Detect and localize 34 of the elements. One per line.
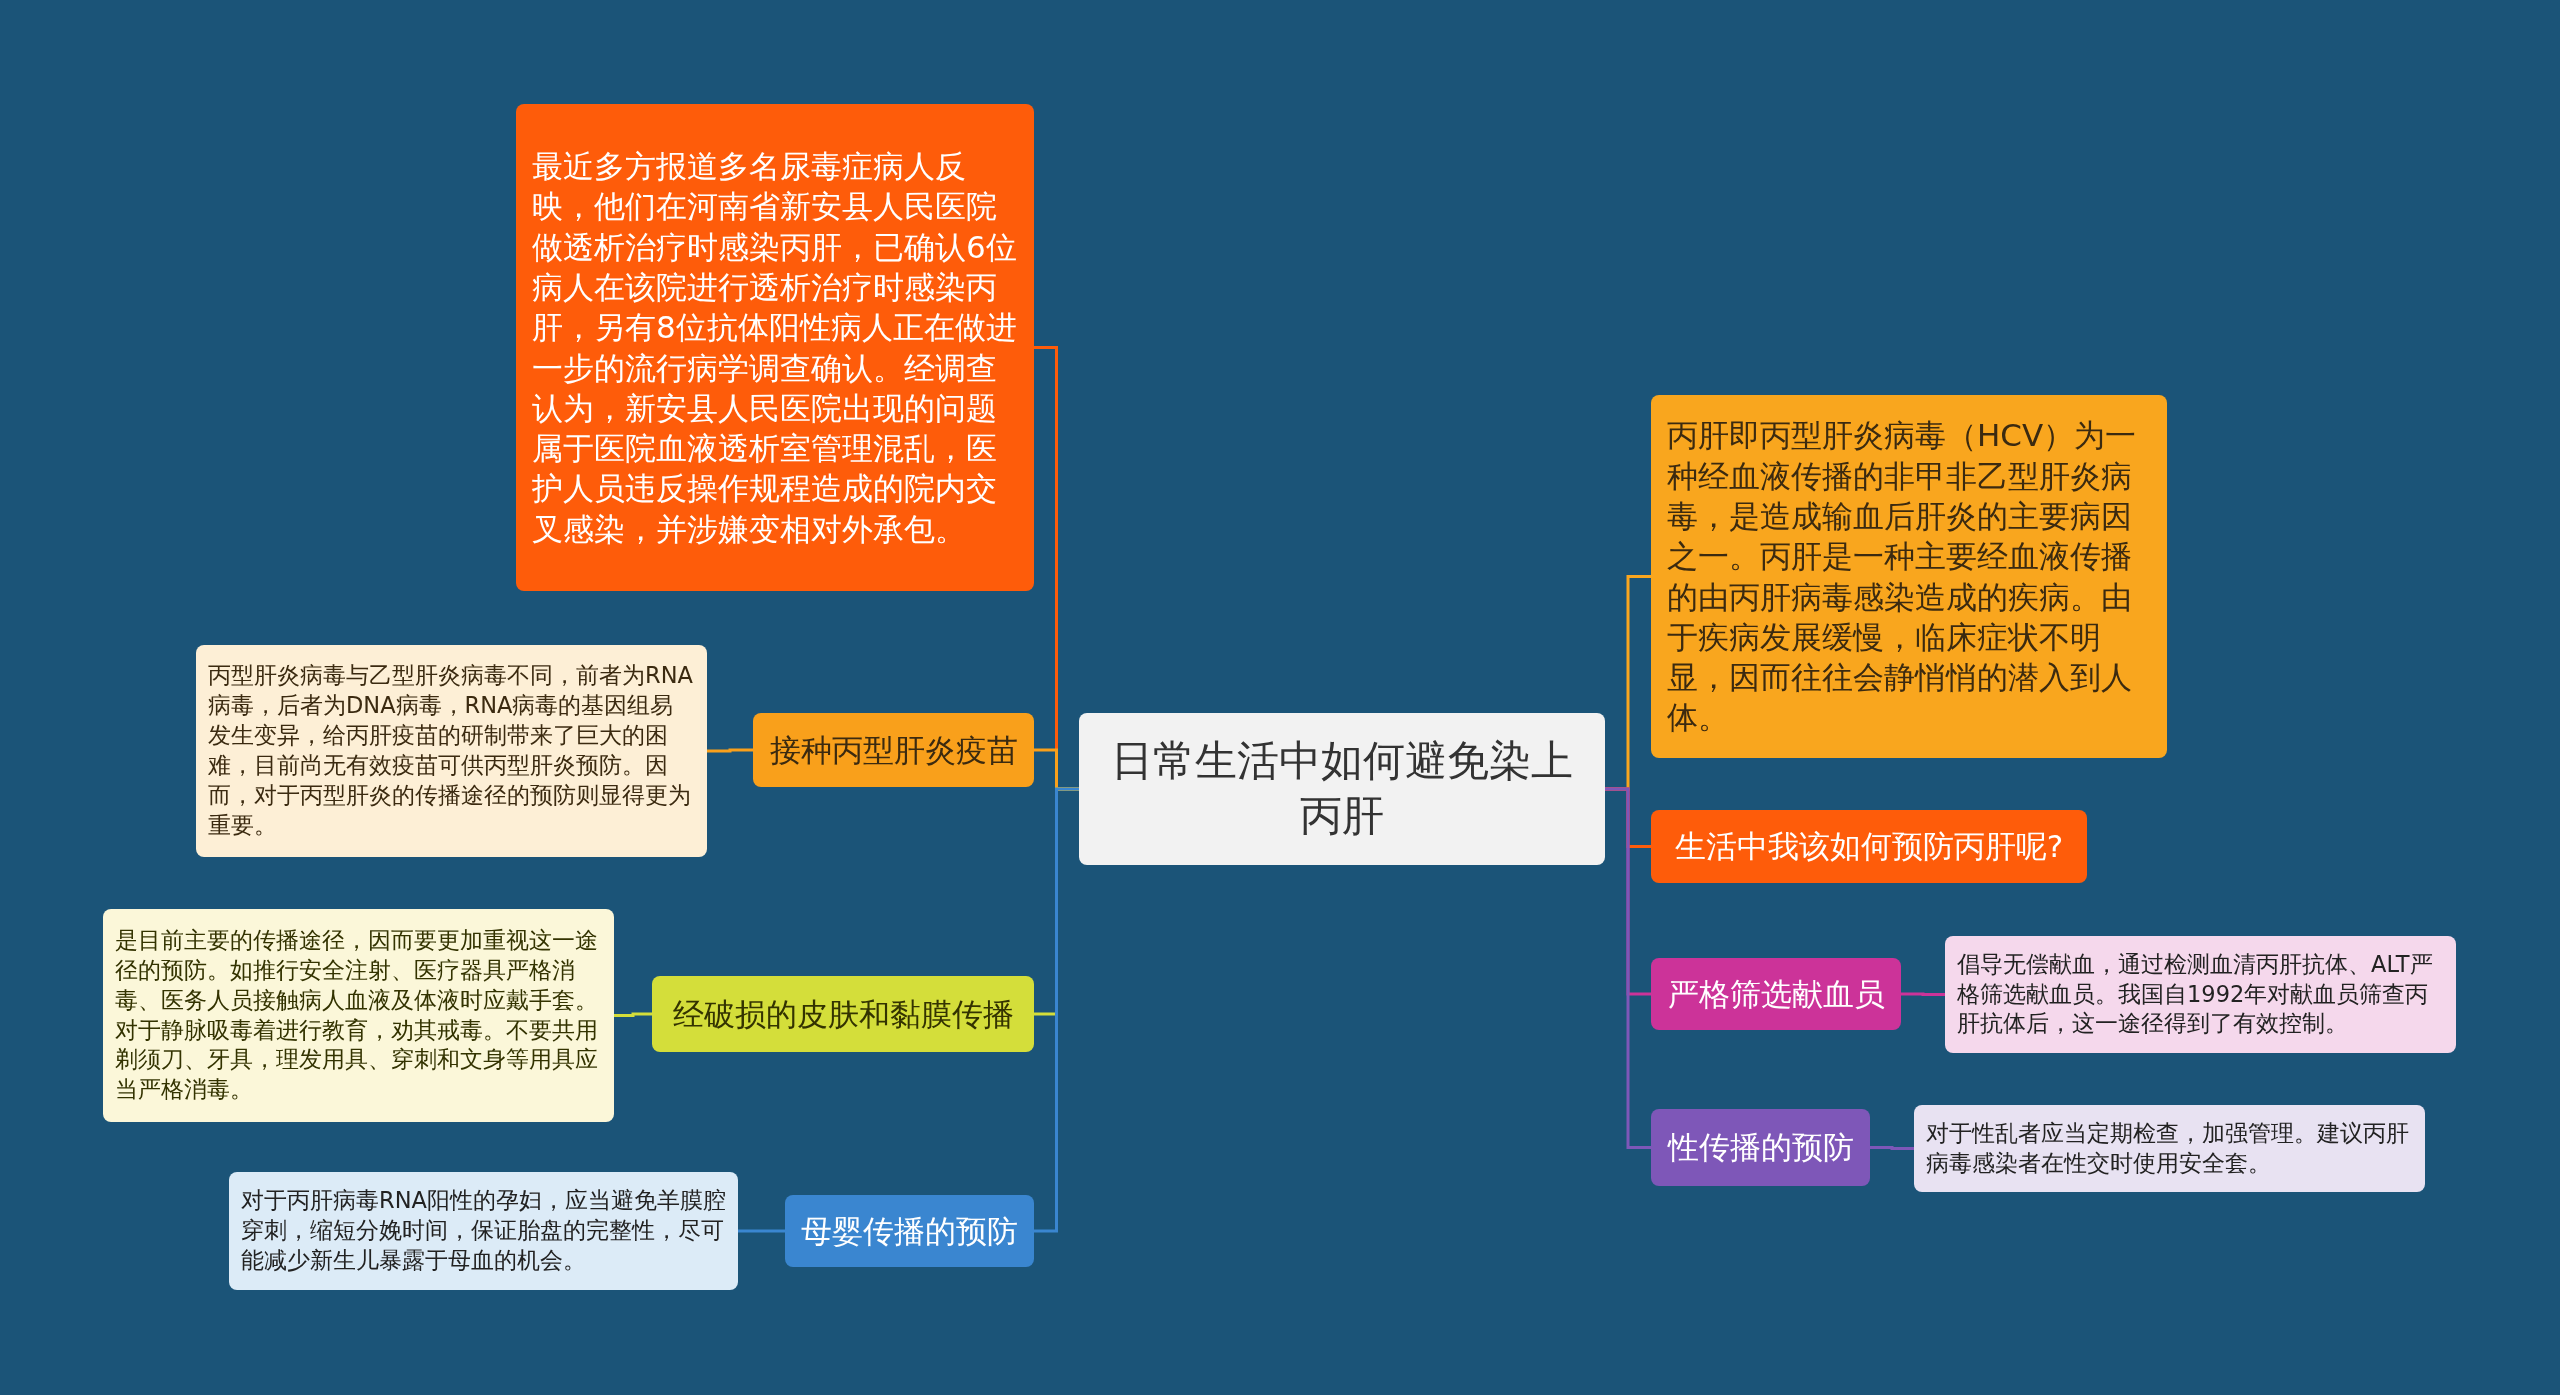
note-box: [103, 909, 614, 1122]
central-topic-box: [1079, 713, 1605, 865]
topic-box: [1651, 1109, 1870, 1186]
topic-text: 接种丙型肝炎疫苗: [769, 730, 1018, 770]
note-box: [196, 645, 707, 857]
topic-box: [1651, 958, 1901, 1030]
topic-box: [785, 1195, 1034, 1267]
topic-text: 性传播的预防: [1667, 1128, 1854, 1168]
note-text: 对于丙肝病毒RNA阳性的孕妇，应当避免羊膜腔穿刺，缩短分娩时间，保证胎盘的完整性，尽可能减少新生儿暴露于母血的机会。: [241, 1186, 726, 1275]
topic-text: 丙肝即丙型肝炎病毒（HCV）为一种经血液传播的非甲非乙型肝炎病毒，是造成输血后肝炎的主要病因之一。丙肝是一种主要经血液传播的由丙肝病毒感染造成的疾病。由于疾病发展缓慢，临床症状不明显，因而往往会静悄悄的潜入到人体。: [1667, 416, 2138, 738]
connector-line: [614, 1012, 652, 1017]
connector-line: [738, 1229, 785, 1233]
note-text: 是目前主要的传播途径，因而要更加重视这一途径的预防。如推行安全注射、医疗器具严格消毒、医务人员接触病人血液及体液时应戴手套。对于静脉吸毒着进行教育，劝其戒毒。不要共用剃须刀、牙具，理发用具、穿刺和文身等用具应当严格消毒。: [115, 925, 599, 1105]
note-box: [1945, 936, 2456, 1053]
note-text: 倡导无偿献血，通过检测血清丙肝抗体、ALT严格筛选献血员。我国自1992年对献血员筛查丙肝抗体后，这一途径得到了有效控制。: [1957, 949, 2434, 1039]
connector-line: [1901, 992, 1945, 996]
connector-line: [1870, 1146, 1914, 1150]
topic-text: 母婴传播的预防: [801, 1211, 1018, 1251]
note-text: 对于性乱者应当定期检查，加强管理。建议丙肝病毒感染者在性交时使用安全套。: [1926, 1118, 2410, 1178]
topic-box: [1651, 810, 2087, 883]
note-box: [1914, 1105, 2425, 1192]
topic-text: 严格筛选献血员: [1667, 974, 1885, 1014]
connector-line: [1605, 787, 1651, 1149]
connector-line: [707, 748, 753, 753]
topic-box: [652, 976, 1034, 1052]
topic-text: 经破损的皮肤和黏膜传播: [671, 994, 1015, 1034]
note-text: 丙型肝炎病毒与乙型肝炎病毒不同，前者为RNA病毒，后者为DNA病毒，RNA病毒的基因组易发生变异，给丙肝疫苗的研制带来了巨大的困难，目前尚无有效疫苗可供丙型肝炎预防。因而，对于丙型肝炎的传播途径的预防则显得更为重要。: [208, 661, 694, 840]
topic-box: [1651, 395, 2167, 758]
topic-box: [516, 104, 1034, 591]
topic-text: 生活中我该如何预防丙肝呢?: [1673, 827, 2065, 867]
topic-box: [753, 713, 1034, 787]
topic-text: 最近多方报道多名尿毒症病人反映，他们在河南省新安县人民医院做透析治疗时感染丙肝，已确认6位病人在该院进行透析治疗时感染丙肝，另有8位抗体阳性病人正在做进一步的流行病学调查确认。经调查认为，新安县人民医院出现的问题属于医院血液透析室管理混乱，医护人员违反操作规程造成的院内交叉感染，并涉嫌变相对外承包。: [532, 147, 1018, 549]
note-box: [229, 1172, 738, 1290]
topic-text: 日常生活中如何避免染上丙肝: [1110, 735, 1574, 842]
